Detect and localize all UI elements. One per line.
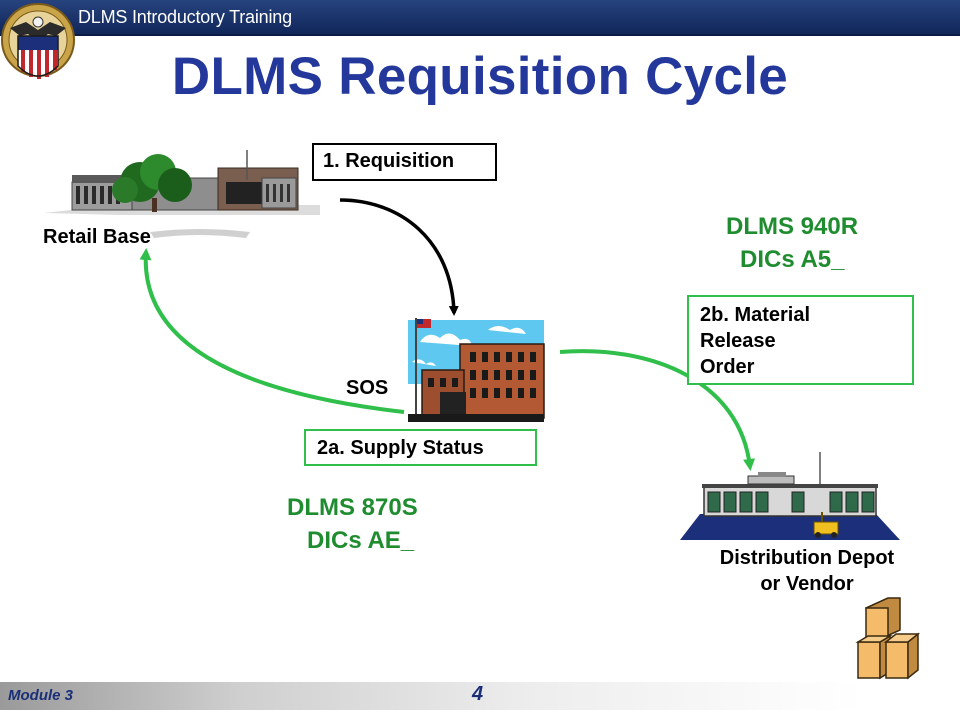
sos-label: SOS xyxy=(346,377,389,399)
requisition-step-box: 1. Requisition xyxy=(312,143,497,181)
page-number: 4 xyxy=(472,683,484,705)
mro-transaction-line2: DICs A5_ xyxy=(740,246,845,273)
slide-title: DLMS Requisition Cycle xyxy=(171,47,789,106)
material-release-line1: 2b. Material xyxy=(700,304,811,326)
cargo-boxes-illustration xyxy=(855,597,921,680)
requisition-step-label: 1. Requisition xyxy=(323,150,455,172)
material-release-arrow xyxy=(559,349,756,471)
depot-label-line2: or Vendor xyxy=(760,573,854,595)
material-release-step-box: 2b. Material Release Order xyxy=(687,295,914,385)
requisition-arrow xyxy=(339,198,459,316)
header-title: DLMS Introductory Training xyxy=(78,7,292,27)
sos-building-illustration xyxy=(408,318,545,422)
status-transaction-line1: DLMS 870S xyxy=(287,494,418,521)
supply-status-step-label: 2a. Supply Status xyxy=(317,437,484,459)
supply-status-step-box: 2a. Supply Status xyxy=(304,429,537,466)
mro-transaction-line1: DLMS 940R xyxy=(726,213,859,240)
material-release-line3: Order xyxy=(700,356,755,378)
depot-label-line1: Distribution Depot xyxy=(719,547,895,569)
module-label: Module 3 xyxy=(8,687,74,704)
supply-status-arrow xyxy=(139,248,405,414)
material-release-line2: Release xyxy=(700,330,776,352)
distribution-depot-illustration xyxy=(680,452,900,540)
agency-seal-logo xyxy=(1,3,75,79)
status-transaction-line2: DICs AE_ xyxy=(307,527,415,554)
retail-base-building-illustration xyxy=(44,150,320,238)
footer-bar: Module 3 4 xyxy=(0,682,960,710)
header-bar: DLMS Introductory Training xyxy=(0,0,960,36)
retail-base-label: Retail Base xyxy=(43,226,151,248)
